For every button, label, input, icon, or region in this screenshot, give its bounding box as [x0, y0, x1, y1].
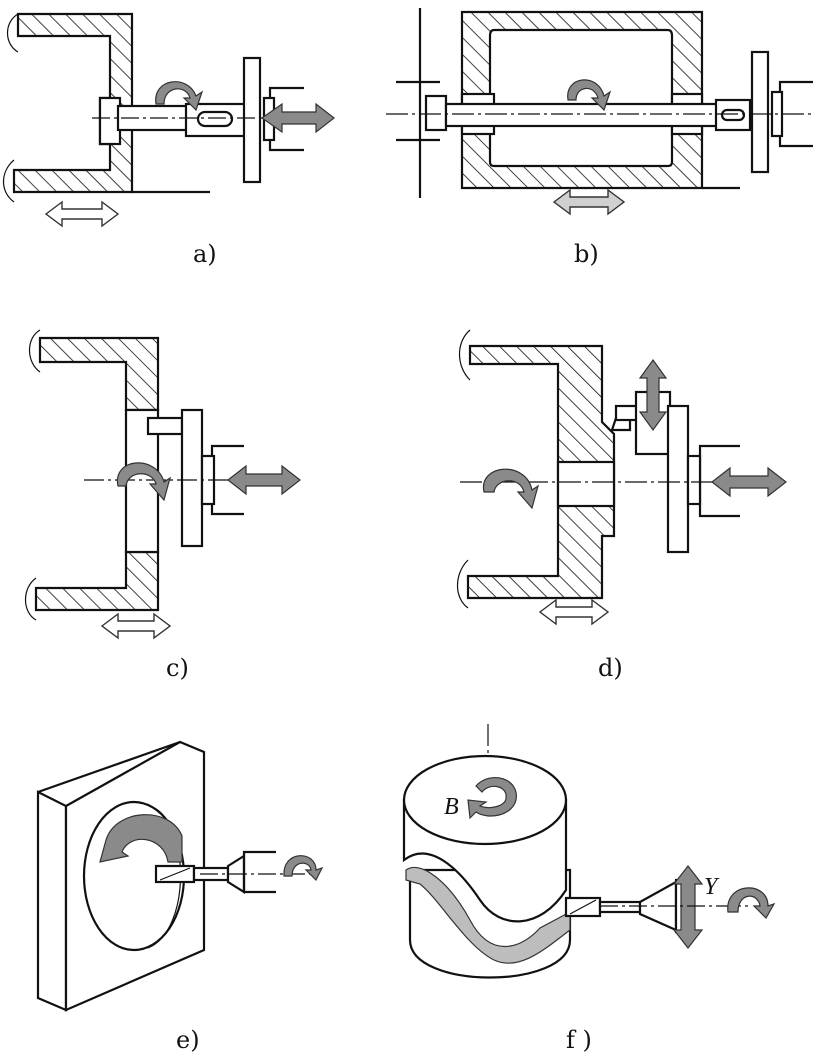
- caption-a: a): [193, 240, 217, 268]
- boring-bar: [444, 102, 722, 128]
- workpiece-housing: [466, 344, 616, 600]
- axis-label: Y: [704, 874, 720, 900]
- caption-b: b): [574, 240, 599, 268]
- table-arrow: [44, 200, 120, 228]
- radial-feed-arrow: [638, 358, 668, 432]
- table-arrow: [538, 598, 610, 626]
- rotation-label: B: [444, 794, 459, 820]
- workpiece-housing: [38, 336, 160, 412]
- tool-flute: [159, 867, 191, 881]
- faceplate: [750, 50, 770, 174]
- table-arrow: [100, 612, 172, 640]
- feed-arrow: [260, 102, 335, 134]
- bore: [556, 460, 616, 508]
- cylinder-top: [402, 754, 568, 846]
- flange: [686, 454, 702, 506]
- panel-a: a): [2, 12, 335, 268]
- caption-f: f ): [566, 1026, 592, 1054]
- caption-c: c): [166, 654, 189, 682]
- feed-arrow: [227, 464, 301, 496]
- rotation-arrow: [155, 81, 204, 112]
- keyway-slot: [196, 110, 234, 128]
- b-rotation-arrow: [467, 777, 517, 820]
- workpiece-housing: [460, 10, 704, 190]
- break-line: [24, 577, 37, 621]
- feed-arrow: [711, 466, 787, 498]
- spindle-nose: [242, 850, 276, 894]
- panel-e: e): [36, 740, 324, 1054]
- tool-shank: [598, 900, 642, 914]
- rotation-arrow: [483, 468, 540, 510]
- spindle-rotation-arrow: [283, 855, 324, 882]
- spindle-rotation-arrow: [727, 887, 776, 919]
- faceplate: [242, 56, 262, 184]
- rotation-arrow: [567, 79, 612, 112]
- workpiece-housing: [34, 550, 160, 612]
- y-feed-arrow: [672, 865, 704, 949]
- break-line: [6, 13, 19, 53]
- panel-c: c): [24, 329, 301, 682]
- faceplate: [180, 408, 204, 548]
- panel-f: B Y f ): [402, 724, 776, 1054]
- panel-d: d): [456, 329, 787, 682]
- helical-groove: [405, 866, 571, 964]
- caption-e: e): [176, 1026, 200, 1054]
- cutting-tool: [146, 416, 184, 436]
- plate-edge: [37, 740, 181, 794]
- break-line: [458, 329, 471, 381]
- caption-d: d): [598, 654, 623, 682]
- faceplate: [666, 404, 690, 554]
- break-line: [2, 159, 15, 203]
- break-line: [28, 329, 41, 373]
- panel-b: b): [386, 8, 813, 268]
- plate-front: [36, 790, 68, 1012]
- facing-tool: [614, 404, 640, 422]
- table-arrow: [552, 188, 626, 216]
- bushing: [424, 94, 448, 132]
- rotation-arrow: [99, 814, 183, 863]
- keyway-slot: [720, 108, 746, 122]
- tool-flute: [569, 899, 597, 915]
- break-line: [456, 559, 469, 609]
- rotation-arrow: [116, 462, 172, 502]
